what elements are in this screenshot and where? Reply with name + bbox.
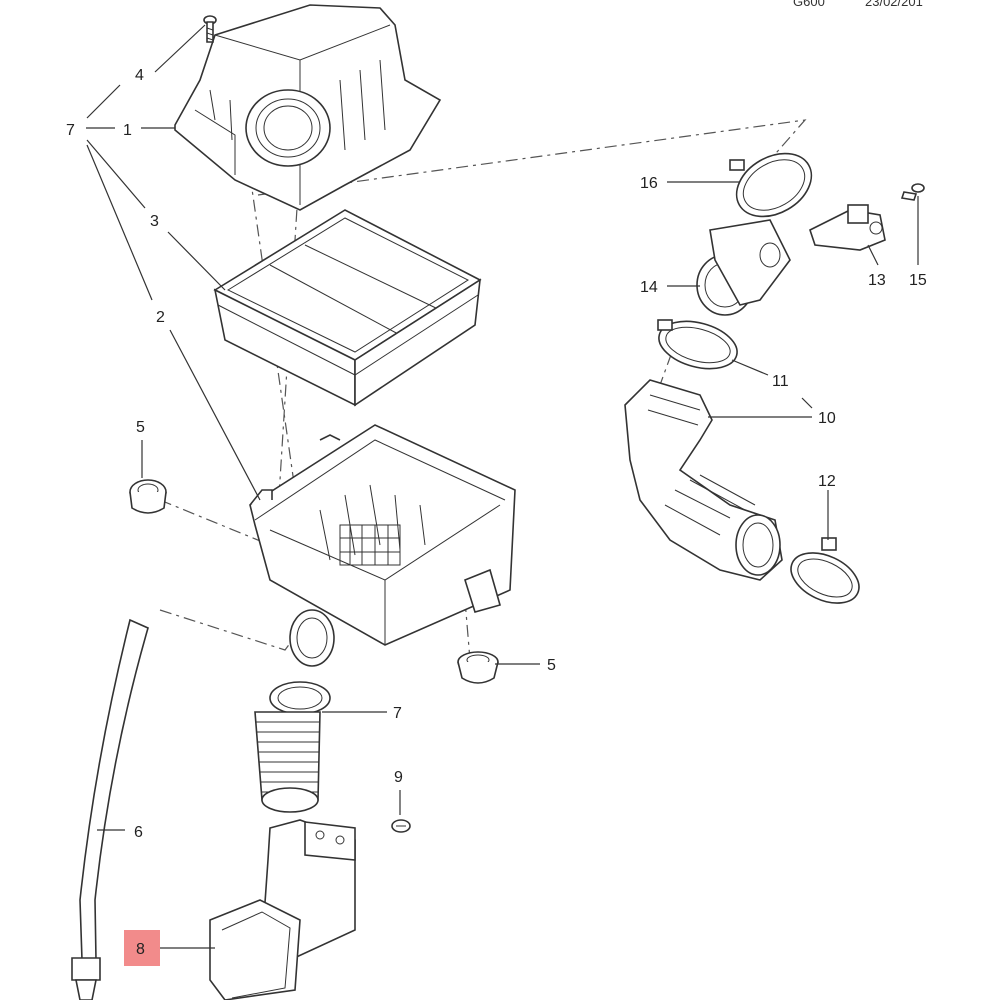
diagram-code: G600: [793, 0, 825, 9]
filter-element: [213, 209, 482, 407]
label-15: 15: [909, 272, 927, 289]
leader-lines: [86, 24, 919, 949]
label-1: 1: [123, 122, 132, 139]
label-11: 11: [772, 373, 789, 390]
screw-15: [900, 183, 925, 201]
clip-9: [391, 819, 411, 833]
clamp-11: [657, 319, 738, 370]
bellows-duct: [254, 681, 331, 813]
label-3: 3: [150, 213, 159, 230]
clamp-12: [790, 537, 860, 604]
label-10: 10: [818, 410, 836, 427]
label-5-top: 5: [136, 419, 145, 436]
label-2: 2: [156, 309, 165, 326]
label-6: 6: [134, 824, 143, 841]
drain-hose-6: [71, 618, 149, 1000]
label-8: 8: [136, 941, 145, 958]
grommet-5-top: [129, 479, 167, 514]
clamp-16: [729, 152, 813, 218]
inlet-duct: [209, 819, 356, 1000]
label-7-bottom: 7: [393, 705, 402, 722]
air-filter-housing: [249, 424, 516, 667]
sensor-13: [809, 204, 886, 251]
air-mass-meter-14: [696, 219, 791, 316]
highlight-box: [124, 930, 160, 966]
label-7-top: 7: [66, 122, 75, 139]
label-16: 16: [640, 175, 658, 192]
grommet-5-bottom: [457, 651, 499, 684]
label-12: 12: [818, 473, 836, 490]
label-5-bottom: 5: [547, 657, 556, 674]
label-4: 4: [135, 67, 144, 84]
label-9: 9: [394, 769, 403, 786]
air-filter-cover: [174, 4, 442, 211]
screw-4: [203, 15, 217, 43]
diagram-date: 23/02/201: [865, 0, 923, 9]
part-labels: 7 1 4 3 2 5 5 7 9 6 8 16 14 13 15 11 10 …: [66, 67, 927, 958]
label-13: 13: [868, 272, 886, 289]
hose-10: [624, 379, 783, 581]
label-14: 14: [640, 279, 658, 296]
